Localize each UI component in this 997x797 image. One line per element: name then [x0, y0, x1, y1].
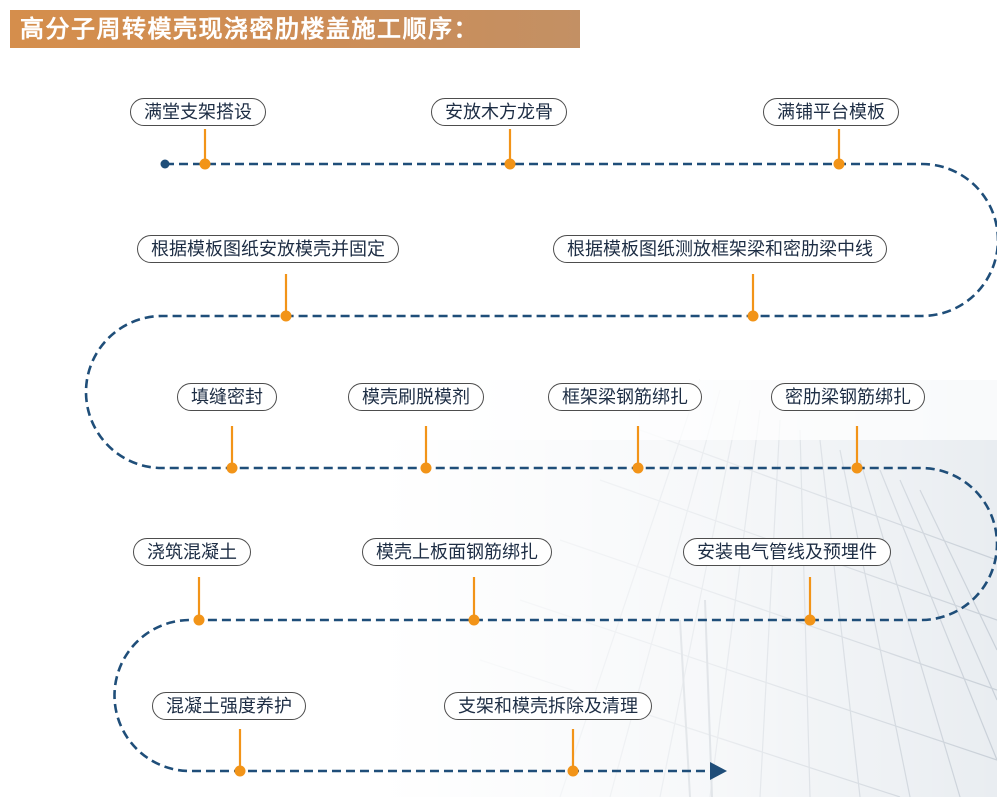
step-8: 框架梁钢筋绑扎 [548, 383, 702, 411]
step-14: 支架和模壳拆除及清理 [444, 692, 652, 720]
connector-dot [420, 462, 432, 474]
step-2: 安放木方龙骨 [431, 98, 567, 126]
connector-dot [632, 462, 644, 474]
connector-dot [226, 462, 238, 474]
step-1: 满堂支架搭设 [130, 98, 266, 126]
page-title: 高分子周转模壳现浇密肋楼盖施工顺序： [20, 15, 479, 43]
connector-dot [468, 614, 480, 626]
step-13: 混凝土强度养护 [152, 692, 306, 720]
step-3: 满铺平台模板 [763, 98, 899, 126]
connector-dot [851, 462, 863, 474]
connector-dot [234, 765, 246, 777]
step-11: 模壳上板面钢筋绑扎 [362, 538, 552, 566]
connector-dot [833, 158, 845, 170]
flow-start-dot [160, 159, 170, 169]
flow-end-arrow [710, 762, 727, 780]
connector-dot [804, 614, 816, 626]
connector-dot [193, 614, 205, 626]
connector-dot [199, 158, 211, 170]
connector-dot [567, 765, 579, 777]
connector-dot [280, 310, 292, 322]
title-banner: 高分子周转模壳现浇密肋楼盖施工顺序： [10, 10, 580, 48]
step-12: 浇筑混凝土 [133, 538, 251, 566]
connector-dot [504, 158, 516, 170]
flow-line [84, 162, 997, 773]
step-4: 根据模板图纸测放框架梁和密肋梁中线 [553, 235, 887, 263]
step-7: 模壳刷脱模剂 [348, 383, 484, 411]
step-9: 密肋梁钢筋绑扎 [771, 383, 925, 411]
step-6: 填缝密封 [177, 383, 277, 411]
step-10: 安装电气管线及预埋件 [683, 538, 891, 566]
step-5: 根据模板图纸安放模壳并固定 [137, 235, 399, 263]
connector-dot [747, 310, 759, 322]
